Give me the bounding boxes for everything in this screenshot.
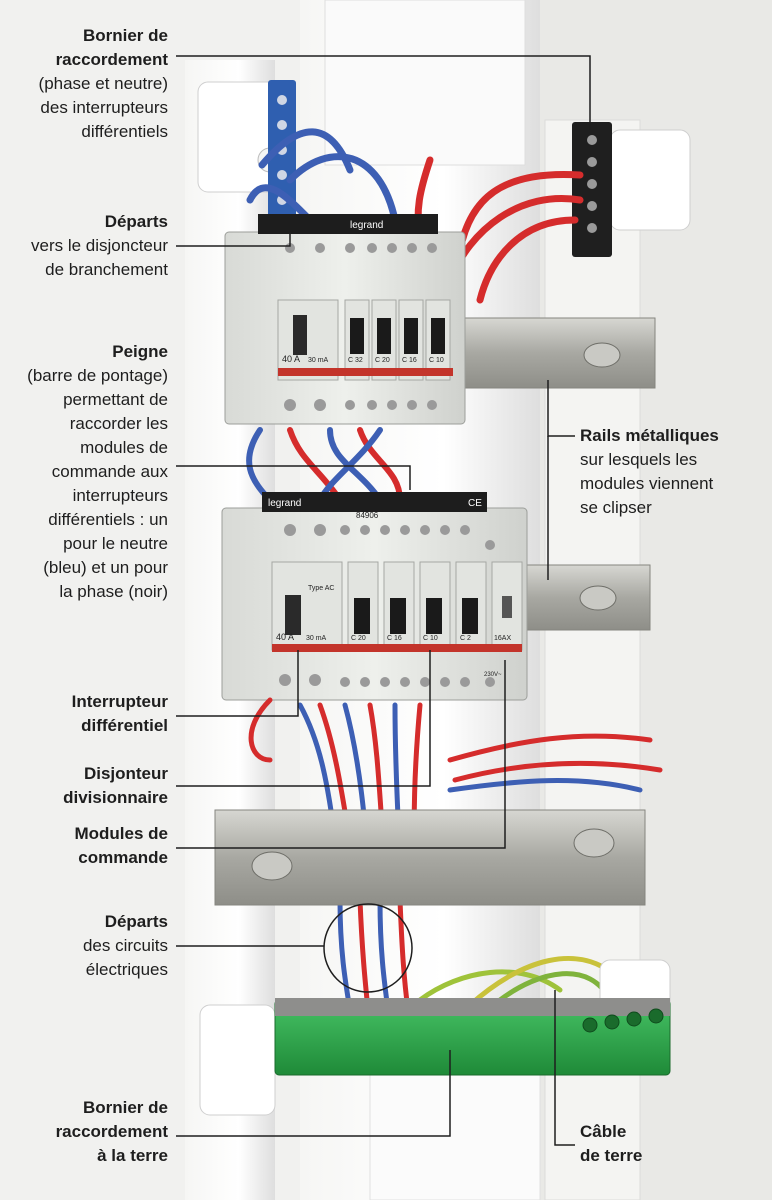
upper-module-screws (284, 243, 437, 411)
upper-breaker-c16: C 16 (402, 357, 417, 364)
leader-modules (176, 660, 506, 849)
black-terminal-screws (587, 135, 597, 233)
leader-lines (176, 55, 591, 1146)
upper-breaker-c32: C 32 (348, 357, 363, 364)
upper-rcd-rating: 40 A (282, 354, 300, 364)
label-peigne: Peigne (barre de pontage) permettant de … (0, 340, 168, 604)
leader-cable (554, 990, 575, 1146)
leader-bornier-terre (176, 1050, 451, 1137)
lower-breaker-c16: C 16 (387, 635, 402, 642)
departures-callout-circle (323, 903, 413, 993)
label-departs-circuits: Départs des circuits électriques (0, 910, 168, 982)
bracket-top-right (609, 129, 691, 231)
lower-rcd-type: Type AC (308, 585, 334, 592)
label-title-line: Peigne (112, 342, 168, 361)
lower-module-max: 16AX (494, 635, 511, 642)
label-title-line: Départs (104, 912, 168, 931)
label-title-line: à la terre (97, 1146, 168, 1165)
label-desc-line: vers le disjoncteur (30, 236, 168, 255)
lower-breaker-c20: C 20 (351, 635, 366, 642)
label-desc-line: électriques (85, 960, 168, 979)
label-desc-line: se clipser (580, 498, 652, 517)
lower-rail-clip-right (573, 828, 615, 858)
label-desc-line: pour le neutre (63, 534, 168, 553)
label-title-line: raccordement (55, 50, 168, 69)
label-bornier-terre: Bornier de raccordement à la terre (0, 1096, 168, 1168)
blue-terminal-screws (277, 95, 287, 205)
lower-rcd-sensitivity: 30 mA (306, 635, 327, 642)
label-rails-metalliques: Rails métalliques sur lesquels les modul… (580, 424, 770, 520)
upper-breaker-c20: C 20 (375, 357, 390, 364)
label-title-line: Modules de (74, 824, 168, 843)
upper-comb-brand: legrand (350, 220, 383, 231)
upper-breaker-faces (277, 299, 453, 381)
label-title-line: Câble (580, 1122, 627, 1141)
leader-departs-top (176, 232, 291, 247)
bracket-bottom-left (199, 1004, 276, 1116)
label-desc-line: des interrupteurs (40, 98, 168, 117)
black-terminal-block (572, 122, 612, 257)
label-desc-line: des circuits (82, 936, 168, 955)
lower-comb-ce: CE (468, 498, 482, 509)
bracket-top-left (197, 81, 279, 193)
lower-rail-clip-left (251, 851, 293, 881)
lower-breaker-c2: C 2 (460, 635, 471, 642)
upper-comb-label (258, 214, 438, 234)
label-modules-commande: Modules de commande (0, 822, 168, 870)
lower-breaker-faces (271, 561, 523, 652)
leader-peigne (176, 465, 411, 490)
label-title-line: Bornier de (82, 26, 168, 45)
label-title-line: divisionnaire (63, 788, 168, 807)
label-title-line: différentiel (81, 716, 168, 735)
label-title-line: Rails métalliques (580, 426, 719, 445)
label-desc-line: la phase (noir) (59, 582, 168, 601)
leader-disjoncteur (176, 650, 431, 787)
leader-bornier-top (176, 55, 591, 130)
label-disjoncteur-divisionnaire: Disjonteur divisionnaire (0, 762, 168, 810)
label-desc-line: sur lesquels les (580, 450, 698, 469)
trunking-cover (324, 0, 526, 166)
upper-breaker-c10: C 10 (429, 357, 444, 364)
label-title-line: Bornier de (82, 1098, 168, 1117)
middle-rail-clip (579, 585, 617, 611)
label-cable-terre: Câble de terre (580, 1120, 740, 1168)
label-desc-line: commande aux (51, 462, 168, 481)
lower-comb-code: 84906 (356, 511, 379, 520)
label-desc-line: de branchement (45, 260, 168, 279)
upper-rail-clip (583, 342, 621, 368)
label-title-line: commande (78, 848, 168, 867)
label-departs-disjoncteur: Départs vers le disjoncteur de brancheme… (0, 210, 168, 282)
label-desc-line: modules de (80, 438, 168, 457)
label-bornier-raccordement: Bornier de raccordement (phase et neutre… (0, 24, 168, 144)
label-desc-line: (bleu) et un pour (43, 558, 168, 577)
label-title-line: Disjonteur (83, 764, 168, 783)
label-title-line: Départs (104, 212, 168, 231)
trunking-lower (369, 1059, 541, 1200)
label-desc-line: interrupteurs (72, 486, 168, 505)
label-desc-line: raccorder les (69, 414, 168, 433)
lower-module-screws (279, 524, 495, 687)
lower-breaker-c10: C 10 (423, 635, 438, 642)
label-title-line: de terre (580, 1146, 643, 1165)
leader-interrupteur (176, 650, 299, 717)
lower-comb-brand: legrand (268, 498, 301, 509)
upper-rcd-sensitivity: 30 mA (308, 357, 329, 364)
label-interrupteur-differentiel: Interrupteur différentiel (0, 690, 168, 738)
label-desc-line: différentiels (81, 122, 168, 141)
lower-comb-label (262, 492, 487, 512)
label-desc-line: différentiels : un (48, 510, 168, 529)
label-desc-line: modules viennent (580, 474, 714, 493)
label-title-line: Interrupteur (71, 692, 168, 711)
label-desc-line: (phase et neutre) (38, 74, 168, 93)
label-desc-line: (barre de pontage) (27, 366, 168, 385)
lower-rcd-rating: 40 A (276, 632, 294, 642)
label-title-line: raccordement (55, 1122, 168, 1141)
upper-rail (459, 317, 656, 389)
label-desc-line: permettant de (63, 390, 168, 409)
lower-module-voltage: 230V~ (484, 672, 502, 678)
ground-terminal-screws (582, 1008, 664, 1033)
ground-terminal-top (275, 998, 670, 1016)
